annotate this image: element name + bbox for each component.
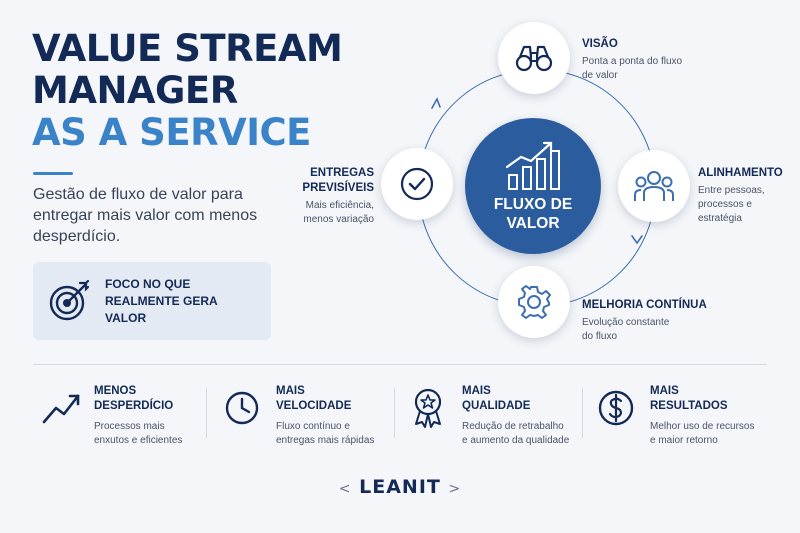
benefit-mais-resultados: MAIS RESULTADOS Melhor uso de recursos e… <box>596 384 755 450</box>
benefit-4-desc-line-1: Melhor uso de recursos <box>650 421 755 432</box>
logo-open-bracket: < <box>338 481 352 497</box>
section-divider <box>33 364 767 365</box>
node-entregas <box>381 148 453 220</box>
benefit-title-4: MAIS RESULTADOS <box>650 384 755 414</box>
benefit-mais-qualidade: MAIS QUALIDADE Redução de retrabalho e a… <box>408 384 569 450</box>
visao-desc-2: de valor <box>582 70 618 81</box>
benefit-4-title-line-1: MAIS <box>650 385 679 397</box>
melhoria-desc: Evolução constante do fluxo <box>582 316 707 344</box>
subtitle: Gestão de fluxo de valor para entregar m… <box>33 186 258 245</box>
benefit-text-3: MAIS QUALIDADE Redução de retrabalho e a… <box>462 384 569 450</box>
benefit-desc-4: Melhor uso de recursos e maior retorno <box>650 420 755 448</box>
team-icon <box>634 171 674 201</box>
benefit-1-title-line-1: MENOS <box>94 385 137 397</box>
benefit-title-3: MAIS QUALIDADE <box>462 384 569 414</box>
benefit-separator-2 <box>394 388 395 438</box>
benefit-mais-velocidade: MAIS VELOCIDADE Fluxo contínuo e entrega… <box>222 384 374 450</box>
title-line-1: VALUE STREAM <box>32 27 343 70</box>
node-visao <box>498 22 570 94</box>
focus-line-1: FOCO NO QUE <box>105 276 191 291</box>
benefit-1-title-line-2: DESPERDÍCIO <box>94 400 174 412</box>
leanit-logo: < LEANIT > <box>0 476 800 498</box>
gear-icon <box>518 285 551 319</box>
benefit-2-title-line-2: VELOCIDADE <box>276 400 352 412</box>
benefit-text-1: MENOS DESPERDÍCIO Processos mais enxutos… <box>94 384 182 450</box>
benefit-desc-3: Redução de retrabalho e aumento da quali… <box>462 420 569 448</box>
label-alinhamento: ALINHAMENTO Entre pessoas, processos e e… <box>698 166 783 226</box>
binoculars-icon <box>515 45 553 72</box>
logo-close-bracket: > <box>448 481 462 497</box>
benefit-desc-1: Processos mais enxutos e eficientes <box>94 420 182 448</box>
trend-up-icon <box>42 394 80 424</box>
benefit-title-2: MAIS VELOCIDADE <box>276 384 374 414</box>
melhoria-desc-1: Evolução constante <box>582 317 670 328</box>
alinhamento-desc: Entre pessoas, processos e estratégia <box>698 184 783 226</box>
logo-text: LEANIT <box>359 476 441 498</box>
visao-title: VISÃO <box>582 38 618 50</box>
visao-desc-1: Ponta a ponta do fluxo <box>582 56 683 67</box>
title-line-2: MANAGER <box>32 69 238 112</box>
focus-callout: FOCO NO QUE REALMENTE GERA VALOR <box>33 262 271 340</box>
entregas-title-2: PREVISÍVEIS <box>302 182 374 194</box>
award-icon <box>414 388 442 428</box>
title-divider <box>33 172 73 175</box>
benefit-3-title-line-2: QUALIDADE <box>462 400 531 412</box>
page-title: VALUE STREAM MANAGER AS A SERVICE <box>32 27 343 154</box>
entregas-title-1: ENTREGAS <box>310 167 374 179</box>
benefit-4-desc-line-2: e maior retorno <box>650 435 718 446</box>
label-melhoria: MELHORIA CONTÍNUA Evolução constante do … <box>582 298 707 344</box>
entregas-title: ENTREGAS PREVISÍVEIS <box>296 166 374 196</box>
dollar-icon <box>598 390 634 426</box>
benefit-title-1: MENOS DESPERDÍCIO <box>94 384 182 414</box>
melhoria-title: MELHORIA CONTÍNUA <box>582 299 707 311</box>
focus-text: FOCO NO QUE REALMENTE GERA VALOR <box>105 276 255 327</box>
center-line-1: FLUXO DE <box>493 196 573 213</box>
alinhamento-desc-3: estratégia <box>698 213 742 224</box>
focus-line-2: REALMENTE GERA VALOR <box>105 293 218 325</box>
center-label: FLUXO DE VALOR <box>494 195 572 233</box>
benefit-2-desc-line-2: entregas mais rápidas <box>276 435 375 446</box>
benefit-menos-desperdicio: MENOS DESPERDÍCIO Processos mais enxutos… <box>40 384 182 450</box>
clock-icon <box>225 391 259 425</box>
center-value-stream: FLUXO DE VALOR <box>465 118 601 254</box>
benefit-text-4: MAIS RESULTADOS Melhor uso de recursos e… <box>650 384 755 450</box>
entregas-desc-2: menos variação <box>303 214 374 225</box>
benefit-desc-2: Fluxo contínuo e entregas mais rápidas <box>276 420 374 448</box>
growth-chart-icon <box>505 141 560 190</box>
benefit-3-desc-line-2: e aumento da qualidade <box>462 435 570 446</box>
benefit-3-title-line-1: MAIS <box>462 385 491 397</box>
alinhamento-desc-2: processos e <box>698 199 752 210</box>
check-circle-icon <box>400 167 434 201</box>
ring-arrow-right <box>631 235 643 245</box>
benefit-separator-1 <box>206 388 207 438</box>
benefit-2-desc-line-1: Fluxo contínuo e <box>276 421 350 432</box>
node-melhoria <box>498 266 570 338</box>
benefit-2-title-line-1: MAIS <box>276 385 305 397</box>
visao-desc: Ponta a ponta do fluxo de valor <box>582 55 682 83</box>
melhoria-desc-2: do fluxo <box>582 331 618 342</box>
benefit-1-desc-line-2: enxutos e eficientes <box>94 435 183 446</box>
center-line-2: VALOR <box>506 215 560 232</box>
alinhamento-desc-1: Entre pessoas, <box>698 185 765 196</box>
label-visao: VISÃO Ponta a ponta do fluxo de valor <box>582 37 682 83</box>
benefit-3-desc-line-1: Redução de retrabalho <box>462 421 564 432</box>
entregas-desc-1: Mais eficiência, <box>305 200 374 211</box>
title-line-3: AS A SERVICE <box>32 111 311 154</box>
benefit-4-title-line-2: RESULTADOS <box>650 400 728 412</box>
node-alinhamento <box>618 150 690 222</box>
ring-arrow-top-left <box>431 97 441 109</box>
benefit-1-desc-line-1: Processos mais <box>94 421 165 432</box>
target-icon <box>49 279 90 321</box>
alinhamento-title: ALINHAMENTO <box>698 167 783 179</box>
label-entregas: ENTREGAS PREVISÍVEIS Mais eficiência, me… <box>296 166 374 227</box>
entregas-desc: Mais eficiência, menos variação <box>296 199 374 227</box>
benefit-separator-3 <box>582 388 583 438</box>
benefit-text-2: MAIS VELOCIDADE Fluxo contínuo e entrega… <box>276 384 374 450</box>
